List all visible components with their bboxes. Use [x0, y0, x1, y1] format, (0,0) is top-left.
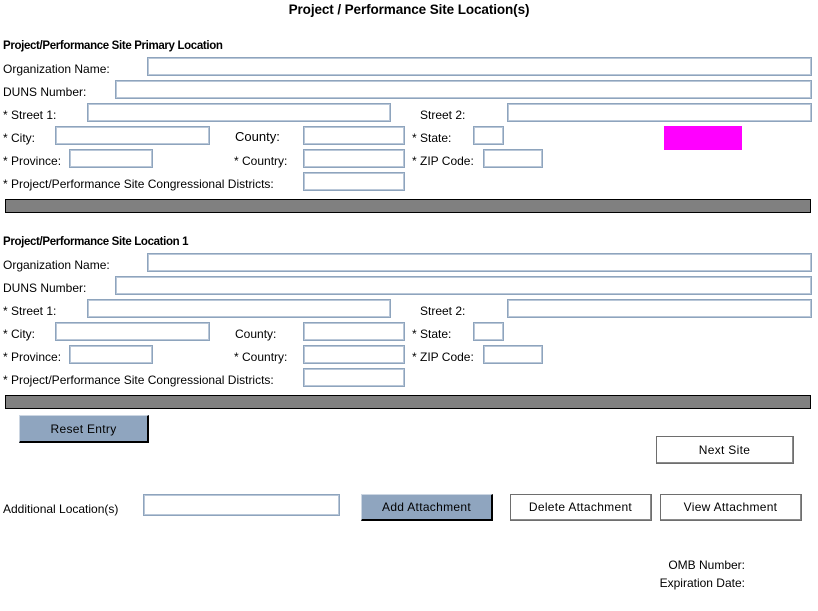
input-congressional-districts[interactable]: [303, 172, 405, 191]
state-highlight-swatch: [664, 126, 742, 150]
input-duns-number-2[interactable]: [115, 276, 812, 295]
label-duns-number: DUNS Number:: [3, 85, 87, 99]
input-street-1[interactable]: [87, 103, 391, 122]
label-street-2-2: Street 2:: [420, 304, 466, 318]
label-street-2: Street 2:: [420, 108, 466, 122]
section-divider-1: [5, 199, 811, 213]
input-duns-number[interactable]: [115, 80, 812, 99]
input-country[interactable]: [303, 149, 405, 168]
label-street-1-2: * Street 1:: [3, 304, 57, 318]
section-divider-2: [5, 395, 811, 409]
input-street-1-2[interactable]: [87, 299, 391, 318]
section-heading-primary-location: Project/Performance Site Primary Locatio…: [3, 40, 223, 52]
label-additional-locations: Additional Location(s): [3, 502, 119, 516]
input-organization-name[interactable]: [147, 57, 812, 76]
view-attachment-button[interactable]: View Attachment: [660, 494, 802, 521]
label-congressional-districts-2: * Project/Performance Site Congressional…: [3, 373, 274, 387]
input-province-2[interactable]: [69, 345, 153, 364]
label-city-2: * City:: [3, 327, 36, 341]
label-zip-code: * ZIP Code:: [412, 154, 474, 168]
input-country-2[interactable]: [303, 345, 405, 364]
label-province: * Province:: [3, 154, 62, 168]
input-county[interactable]: [303, 126, 405, 145]
input-street-2-2[interactable]: [507, 299, 812, 318]
label-organization-name: Organization Name:: [3, 62, 110, 76]
section-heading-location-1: Project/Performance Site Location 1: [3, 236, 189, 248]
label-state: * State:: [412, 131, 452, 145]
reset-entry-button[interactable]: Reset Entry: [19, 415, 149, 443]
label-state-2: * State:: [412, 327, 452, 341]
label-province-2: * Province:: [3, 350, 62, 364]
label-country-2: * Country:: [234, 350, 288, 364]
input-zip-code-2[interactable]: [483, 345, 543, 364]
label-county-2: County:: [235, 327, 277, 341]
input-city-2[interactable]: [55, 322, 210, 341]
add-attachment-button[interactable]: Add Attachment: [361, 494, 493, 521]
label-duns-number-2: DUNS Number:: [3, 281, 87, 295]
input-congressional-districts-2[interactable]: [303, 368, 405, 387]
expiration-date-label: Expiration Date:: [659, 576, 745, 590]
page-title: Project / Performance Site Location(s): [288, 2, 530, 17]
input-organization-name-2[interactable]: [147, 253, 812, 272]
input-province[interactable]: [69, 149, 153, 168]
input-additional-locations[interactable]: [143, 494, 340, 516]
input-state-2[interactable]: [473, 322, 504, 341]
label-congressional-districts: * Project/Performance Site Congressional…: [3, 177, 274, 191]
input-street-2[interactable]: [507, 103, 812, 122]
next-site-button[interactable]: Next Site: [656, 436, 794, 464]
input-state[interactable]: [473, 126, 504, 145]
label-street-1: * Street 1:: [3, 108, 57, 122]
input-zip-code[interactable]: [483, 149, 543, 168]
label-organization-name-2: Organization Name:: [3, 258, 110, 272]
label-city: * City:: [3, 131, 36, 145]
label-country: * Country:: [234, 154, 288, 168]
omb-number-label: OMB Number:: [668, 558, 745, 572]
input-county-2[interactable]: [303, 322, 405, 341]
input-city[interactable]: [55, 126, 210, 145]
delete-attachment-button[interactable]: Delete Attachment: [510, 494, 652, 521]
label-county: County:: [235, 129, 280, 144]
label-zip-code-2: * ZIP Code:: [412, 350, 474, 364]
